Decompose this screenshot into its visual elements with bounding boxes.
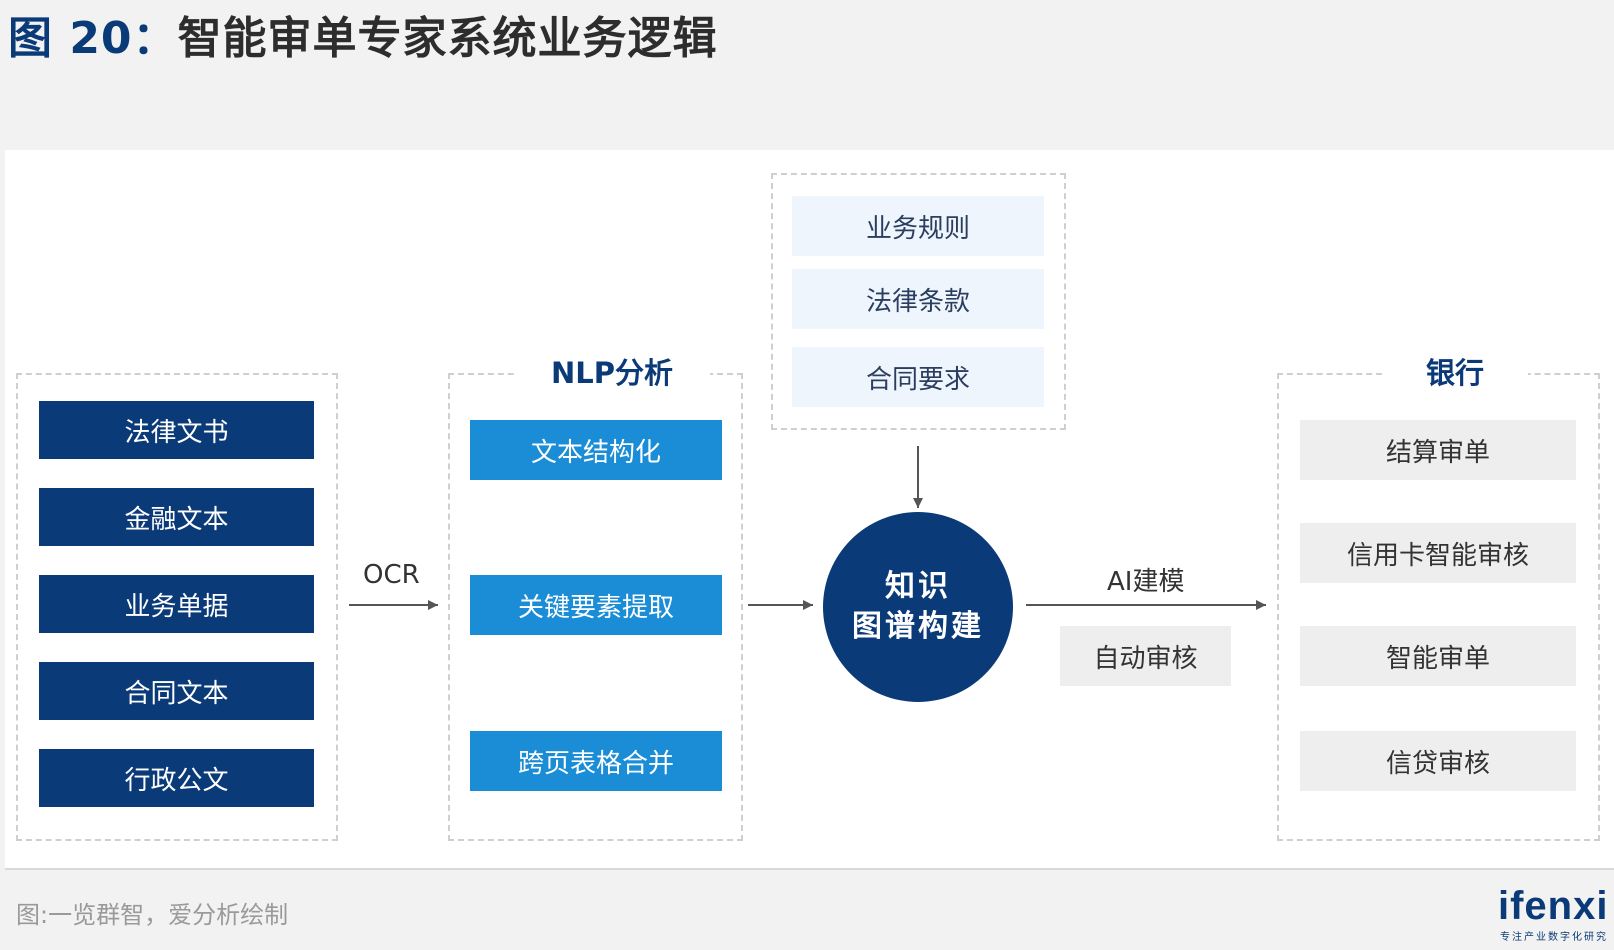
rule-legal-clauses: 法律条款 [792, 269, 1044, 329]
source-note: 图:一览群智，爱分析绘制 [16, 901, 289, 929]
ifenxi-logo: ifenxi [1498, 884, 1609, 928]
input-doc-contract: 合同文本 [39, 662, 314, 720]
logo-tagline: 专注产业数字化研究 [1500, 932, 1608, 943]
bank-item-smart-review: 智能审单 [1300, 626, 1576, 686]
knowledge-graph-node: 知识 图谱构建 [823, 512, 1013, 702]
bank-item-settlement: 结算审单 [1300, 420, 1576, 480]
bank-item-credit-card: 信用卡智能审核 [1300, 523, 1576, 583]
nlp-item-table-merge: 跨页表格合并 [470, 731, 722, 791]
input-doc-business: 业务单据 [39, 575, 314, 633]
rules-group [771, 173, 1066, 430]
rule-business: 业务规则 [792, 196, 1044, 256]
footer-divider [5, 868, 1614, 870]
ai-modeling-label: AI建模 [1107, 567, 1185, 597]
ocr-label: OCR [363, 560, 420, 590]
knowledge-graph-line2: 图谱构建 [852, 609, 984, 644]
nlp-group-title: NLP分析 [514, 350, 710, 392]
page-title: 图 20：智能审单专家系统业务逻辑 [8, 2, 718, 66]
nlp-item-structuring: 文本结构化 [470, 420, 722, 480]
bank-group-title: 银行 [1382, 350, 1528, 392]
figure-title: 智能审单专家系统业务逻辑 [177, 13, 718, 64]
bank-item-loan-review: 信贷审核 [1300, 731, 1576, 791]
nlp-item-key-extraction: 关键要素提取 [470, 575, 722, 635]
rule-contract-requirements: 合同要求 [792, 347, 1044, 407]
input-documents-group [16, 373, 338, 841]
input-doc-legal: 法律文书 [39, 401, 314, 459]
auto-review-box: 自动审核 [1060, 626, 1231, 686]
input-doc-financial: 金融文本 [39, 488, 314, 546]
knowledge-graph-line1: 知识 [885, 569, 951, 604]
figure-number: 图 20： [8, 13, 178, 64]
input-doc-administrative: 行政公文 [39, 749, 314, 807]
